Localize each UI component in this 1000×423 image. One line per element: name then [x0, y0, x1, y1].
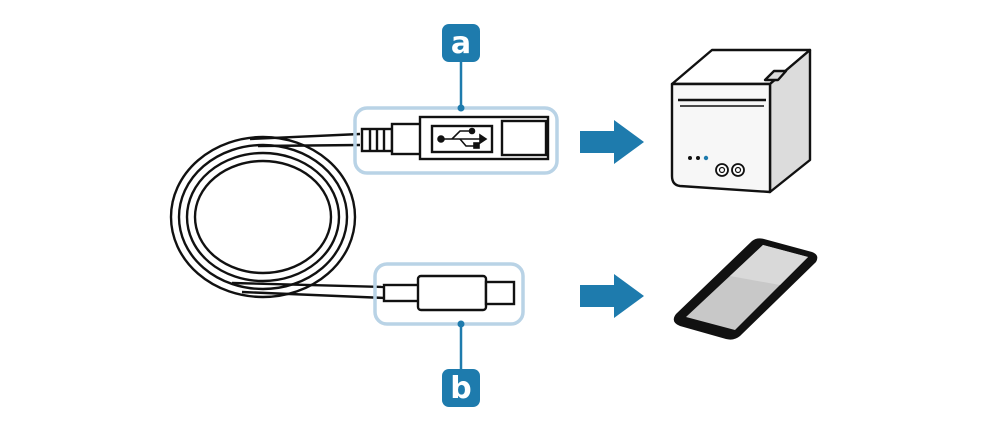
connector-a-highlight: [353, 106, 559, 175]
arrow-right-icon: [580, 120, 644, 164]
coiled-cable: [169, 132, 386, 300]
callout-b-label: b: [450, 371, 471, 406]
usb-icon: [437, 127, 488, 149]
callout-a-badge: a: [442, 24, 480, 62]
usb-b-connector: [360, 115, 550, 161]
connector-b-highlight: [373, 262, 525, 326]
arrow-right-icon: [580, 274, 644, 318]
smartphone-icon: [673, 238, 818, 340]
receipt-printer-icon: [670, 48, 812, 194]
callout-b-badge: b: [442, 369, 480, 407]
callout-a-label: a: [451, 26, 471, 61]
usb-c-connector: [382, 274, 516, 312]
